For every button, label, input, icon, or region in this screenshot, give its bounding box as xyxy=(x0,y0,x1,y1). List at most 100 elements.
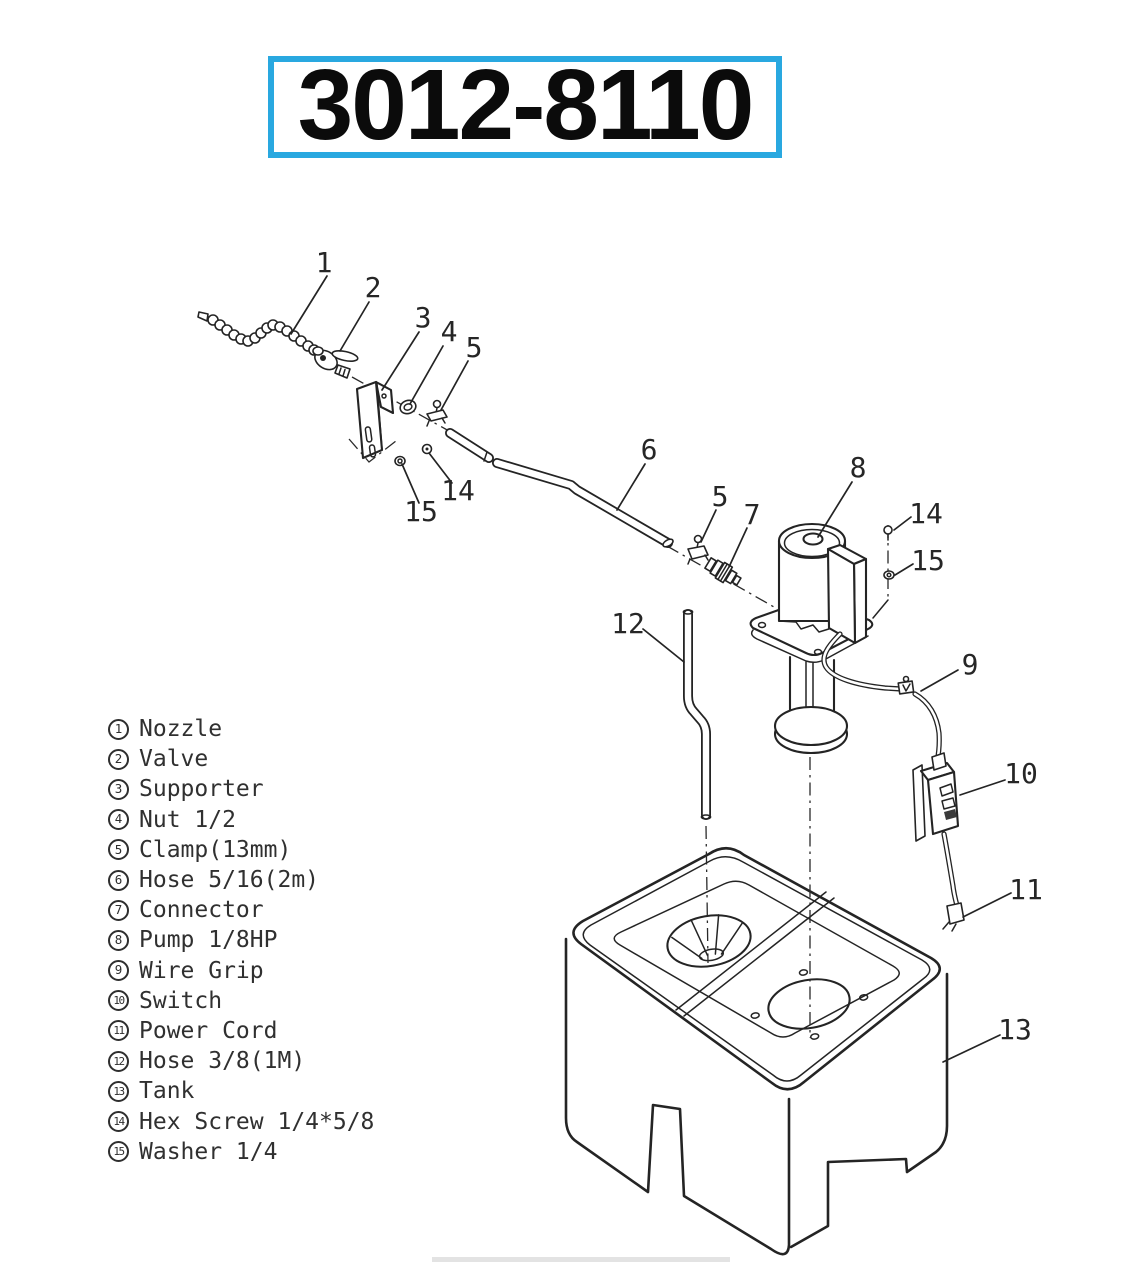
clamp-drawing-1 xyxy=(426,399,448,427)
tank-top-divider xyxy=(675,891,835,1017)
valve-outlet xyxy=(334,364,351,379)
tank-drawing xyxy=(564,846,949,1256)
part-number-badge: 7 xyxy=(108,899,129,921)
pump-junction-box xyxy=(826,543,868,645)
callout-3: 3 xyxy=(415,301,432,334)
bracket-slot-1 xyxy=(364,426,373,443)
hex-screw-drawing-left xyxy=(421,443,433,455)
parts-list-item: 13 Tank xyxy=(108,1076,374,1106)
part-number-badge: 9 xyxy=(108,960,129,982)
part-label: Washer 1/4 xyxy=(139,1138,278,1165)
part-number-badge: 5 xyxy=(108,839,129,861)
callout-6: 6 xyxy=(641,433,658,466)
part-number-badge: 1 xyxy=(108,718,129,740)
part-number-badge: 2 xyxy=(108,748,129,770)
callout-14b: 14 xyxy=(909,497,943,530)
leader-15b xyxy=(894,563,914,576)
bracket-plate xyxy=(355,380,384,460)
tank-funnel-hole xyxy=(666,914,752,968)
leader-11 xyxy=(962,892,1012,918)
leader-3 xyxy=(381,331,420,391)
part-number-badge: 13 xyxy=(108,1080,129,1102)
part-number-badge: 10 xyxy=(108,990,129,1012)
nozzle-drawing xyxy=(197,311,320,356)
leader-5a xyxy=(440,360,469,411)
parts-list-item: 6 Hose 5/16(2m) xyxy=(108,865,374,895)
tank-pump-hole xyxy=(750,969,869,1040)
hose-3-8-drawing xyxy=(682,609,712,820)
part-label: Wire Grip xyxy=(139,957,264,984)
axis-hose12-to-tank xyxy=(705,825,709,964)
part-label: Hose 5/16(2m) xyxy=(139,867,320,894)
parts-list-item: 3 Supporter xyxy=(108,774,374,804)
leader-6 xyxy=(616,463,646,511)
axis-hose-to-pump xyxy=(666,545,782,612)
callout-leaders xyxy=(290,275,1012,1063)
leader-10 xyxy=(959,779,1006,796)
leader-1 xyxy=(290,275,328,335)
leader-7 xyxy=(728,527,748,568)
callout-4: 4 xyxy=(441,315,458,348)
part-number-badge: 6 xyxy=(108,869,129,891)
part-label: Clamp(13mm) xyxy=(139,836,292,863)
callout-1: 1 xyxy=(316,246,333,279)
leader-5b xyxy=(700,509,717,543)
part-number-badge: 4 xyxy=(108,809,129,831)
switch-indicator xyxy=(939,783,954,797)
tank-right-wall xyxy=(789,972,949,1249)
leader-4 xyxy=(409,345,444,405)
scan-artifact-line xyxy=(432,1257,730,1262)
callout-5a: 5 xyxy=(466,331,483,364)
part-number-box: 3012-8110 xyxy=(268,49,782,161)
valve-drawing xyxy=(312,346,359,379)
hex-screw-drawing-right xyxy=(883,525,893,541)
part-number-badge: 8 xyxy=(108,929,129,951)
part-label: Valve xyxy=(139,746,209,773)
switch-cable-gland xyxy=(931,752,947,771)
part-label: Power Cord xyxy=(139,1017,278,1044)
callout-10: 10 xyxy=(1004,757,1038,790)
part-label: Connector xyxy=(139,897,264,924)
hose-5-16-drawing xyxy=(445,428,674,548)
parts-list-item: 2 Valve xyxy=(108,744,374,774)
callout-9: 9 xyxy=(962,648,979,681)
leader-14b xyxy=(893,516,912,531)
leader-12 xyxy=(642,628,685,663)
switch-back-plate xyxy=(912,764,926,842)
callout-11: 11 xyxy=(1009,873,1043,906)
part-label: Supporter xyxy=(139,776,264,803)
pump-drawing xyxy=(749,522,874,755)
leader-2 xyxy=(339,301,370,352)
tank-left-wall xyxy=(564,937,791,1256)
callout-12: 12 xyxy=(611,607,645,640)
part-number-badge: 15 xyxy=(108,1141,129,1163)
part-number-badge: 11 xyxy=(108,1020,129,1042)
parts-list-item: 5 Clamp(13mm) xyxy=(108,835,374,865)
part-label: Tank xyxy=(139,1078,195,1105)
mount-corner-mark xyxy=(348,438,397,463)
switch-rocker-bottom xyxy=(944,809,957,820)
bracket-slot-2 xyxy=(368,444,377,458)
part-label: Hose 3/8(1M) xyxy=(139,1048,306,1075)
switch-rocker-top xyxy=(941,797,956,810)
power-cord-drawing xyxy=(941,831,965,932)
callout-numbers: 1 2 3 4 5 15 14 6 5 7 8 14 15 9 10 11 12… xyxy=(316,246,1043,1046)
part-number-badge: 3 xyxy=(108,778,129,800)
part-number: 3012-8110 xyxy=(297,49,755,161)
leader-15a xyxy=(401,463,420,504)
leader-9 xyxy=(920,669,959,692)
tank-top-face xyxy=(572,846,942,1091)
power-plug xyxy=(946,902,965,925)
callout-5b: 5 xyxy=(712,480,729,513)
part-number-badge: 14 xyxy=(108,1111,129,1133)
nut-drawing xyxy=(399,399,417,415)
part-label: Switch xyxy=(139,987,223,1014)
clamp-drawing-2 xyxy=(687,534,709,565)
part-number-badge: 12 xyxy=(108,1050,129,1072)
parts-list-item: 9 Wire Grip xyxy=(108,956,374,986)
